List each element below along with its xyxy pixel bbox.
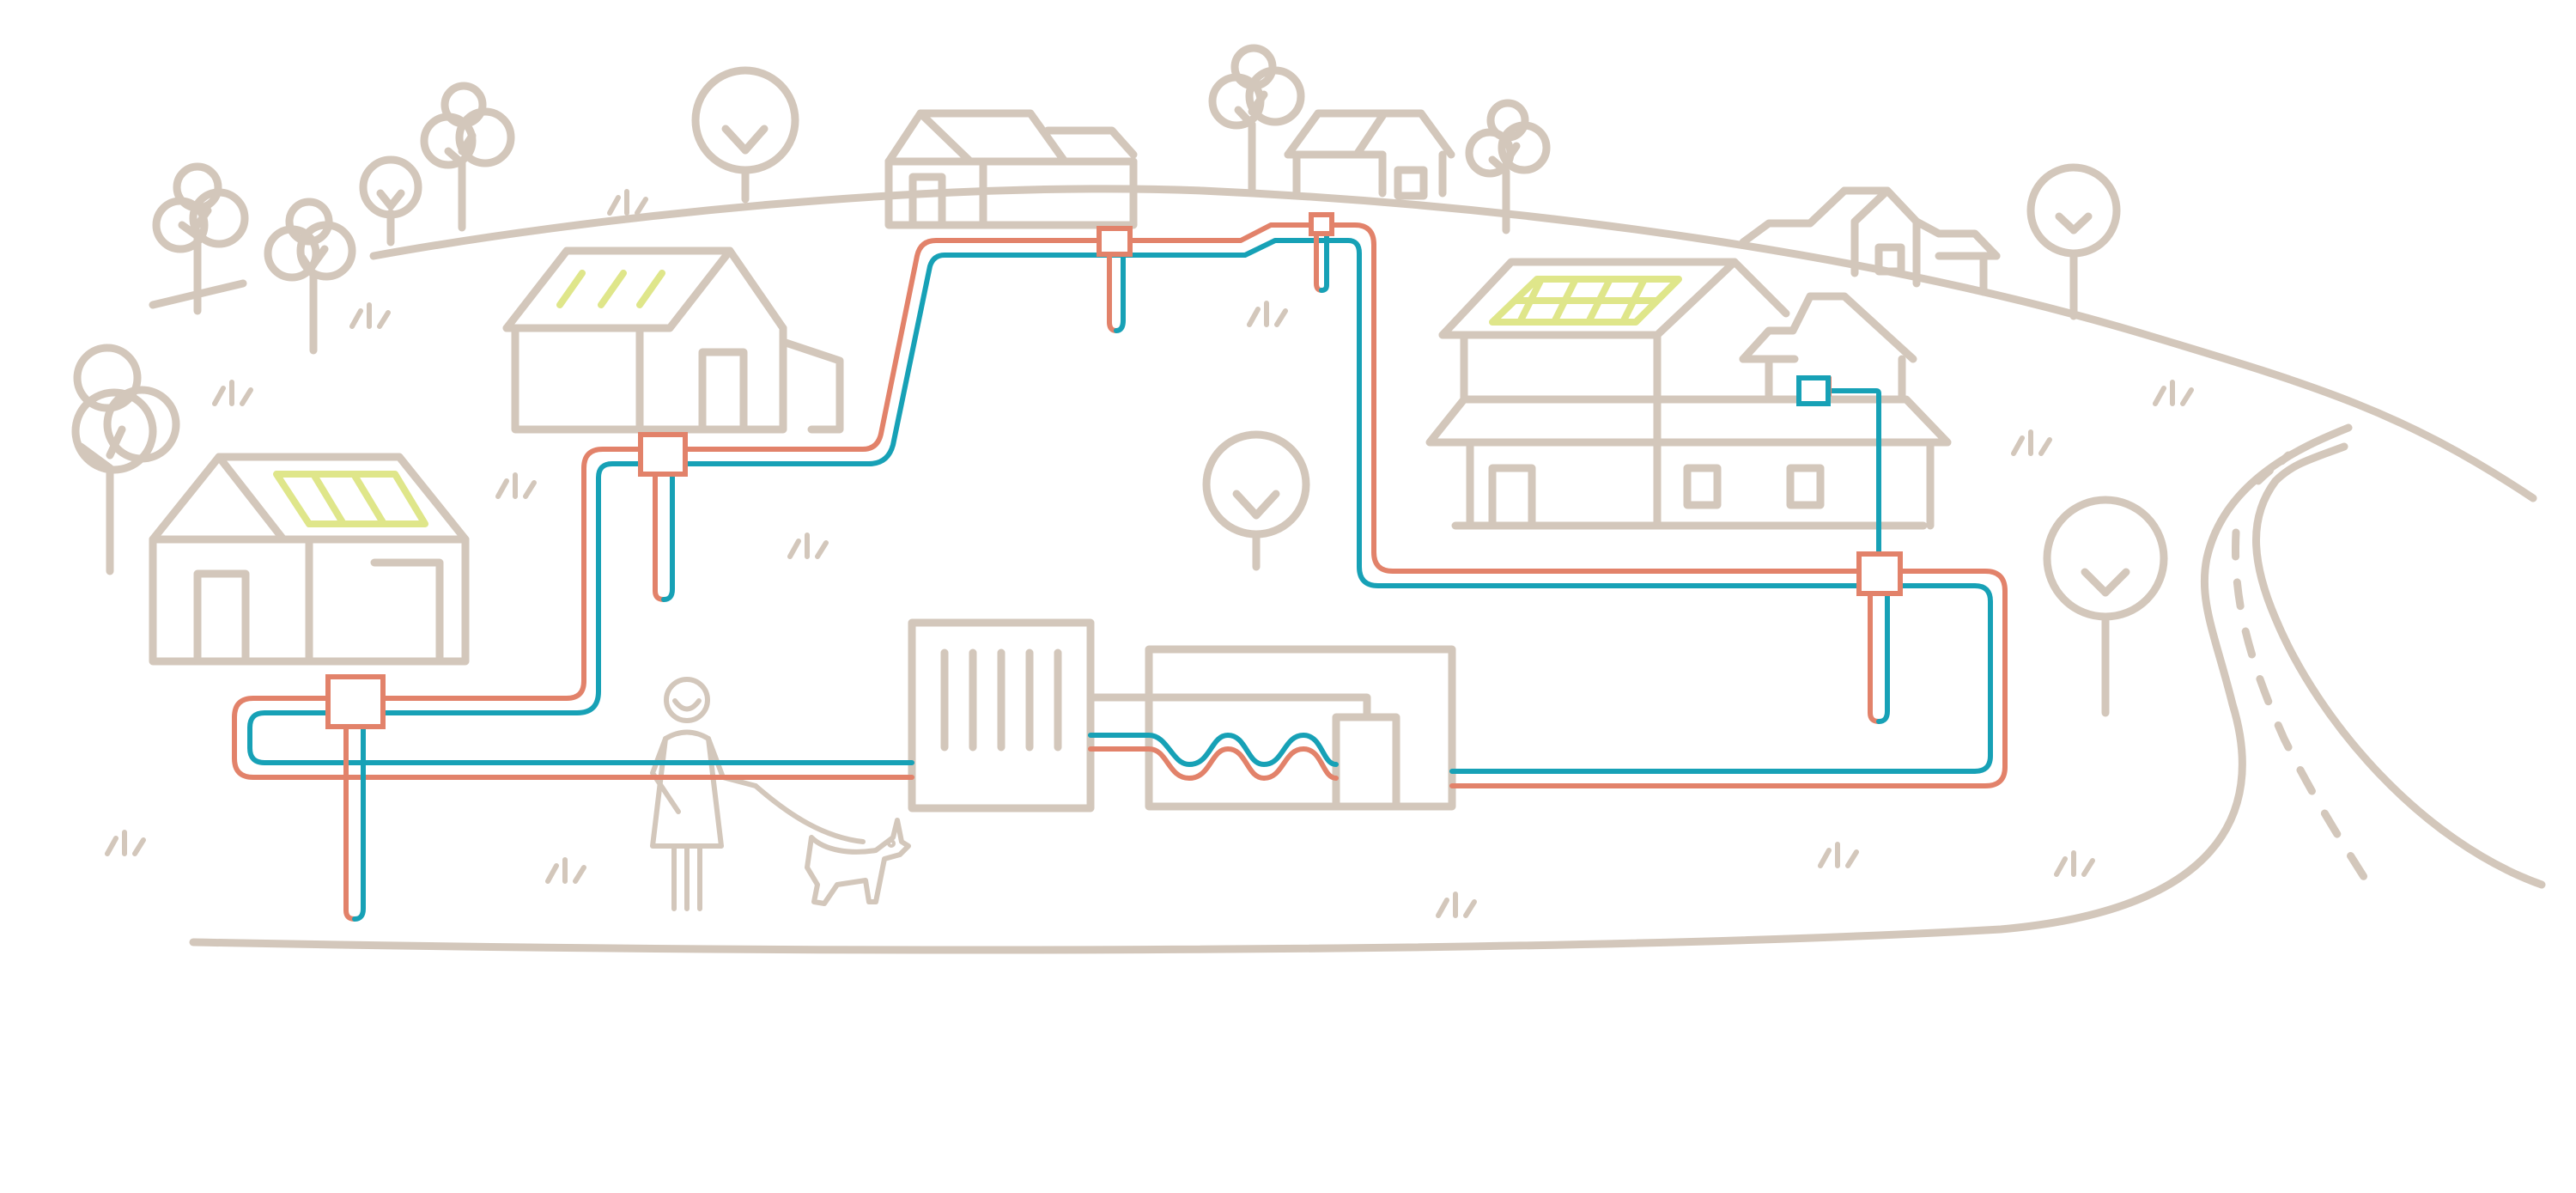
grass-tuft	[1818, 842, 1859, 868]
house-large-right	[1425, 258, 1952, 530]
tree-4	[359, 155, 422, 247]
branch-mid-left-hot	[653, 466, 666, 602]
junction-mid-left	[638, 432, 688, 477]
road-center-top	[2254, 451, 2293, 485]
house-far-right	[1739, 186, 2001, 296]
grass-tuft	[787, 533, 829, 559]
houses	[149, 109, 2001, 666]
road-center-dashes	[2232, 528, 2379, 898]
grass-tuft	[105, 830, 146, 856]
district-heating-pipes	[232, 212, 2008, 922]
tree-7	[1208, 44, 1305, 193]
branch-bottom-left-hot	[343, 717, 357, 922]
tree-1	[71, 344, 180, 575]
energy-plant	[908, 618, 1456, 813]
hill-line	[369, 185, 2537, 502]
grass-tuft	[2153, 380, 2194, 406]
branch-right-house-cold	[1876, 590, 1890, 724]
junction-top-right	[1309, 212, 1334, 236]
heat-exchanger-building	[1145, 645, 1456, 811]
branch-mid-left-cold	[661, 466, 675, 602]
branch-bottom-left-cold	[352, 717, 366, 922]
grass-tuft	[349, 302, 391, 329]
house-bottom-left	[149, 453, 470, 666]
tree-9	[1202, 430, 1310, 571]
dog	[805, 818, 911, 906]
tree-2	[152, 162, 249, 315]
person-with-dog	[650, 677, 911, 911]
branch-top-center-hot	[1107, 252, 1119, 333]
trees	[71, 44, 2168, 717]
house-mid-left	[502, 247, 844, 434]
heat-store-tank	[908, 618, 1095, 813]
tree-10	[2026, 163, 2121, 320]
grass-tuft	[607, 189, 648, 216]
grass-tuft	[545, 857, 586, 884]
grass-tuft	[2011, 429, 2052, 456]
solar-panel	[273, 471, 428, 527]
ground-line	[189, 423, 2353, 954]
grass-tuft	[2054, 850, 2095, 877]
pipe-hot-exchanger	[1088, 746, 1339, 781]
tree-3	[264, 198, 356, 355]
branch-top-right-cold	[1319, 228, 1329, 293]
grass-tuft	[1247, 301, 1288, 327]
grass-tuft	[212, 380, 253, 406]
grass-tuft	[495, 472, 537, 499]
person	[650, 677, 758, 911]
junction-bottom-left	[325, 674, 386, 729]
grass-tufts	[105, 189, 2194, 918]
dog-leash	[753, 783, 866, 844]
branch-top-center-cold	[1114, 252, 1126, 333]
road-edge	[2252, 442, 2546, 889]
tree-5	[420, 82, 515, 232]
branch-right-house-hot	[1868, 590, 1881, 724]
tree-6	[691, 66, 799, 204]
pipe-cold-exchanger	[1088, 733, 1339, 767]
landscape	[149, 185, 2546, 954]
house-top-center	[884, 109, 1138, 229]
pump-unit	[1332, 713, 1400, 811]
pipe-cold-main	[247, 238, 1993, 774]
solar-panel	[1489, 276, 1682, 326]
tree-11	[2043, 496, 2168, 717]
junction-right	[1856, 551, 1903, 596]
junction-right-up	[1796, 375, 1831, 406]
house-top-right	[1284, 109, 1455, 200]
solar-panel	[556, 270, 665, 308]
grass-tuft	[1436, 892, 1477, 918]
junction-top-center	[1097, 226, 1133, 257]
tree-8	[1465, 99, 1551, 234]
pipe-hot-main	[232, 222, 2008, 788]
